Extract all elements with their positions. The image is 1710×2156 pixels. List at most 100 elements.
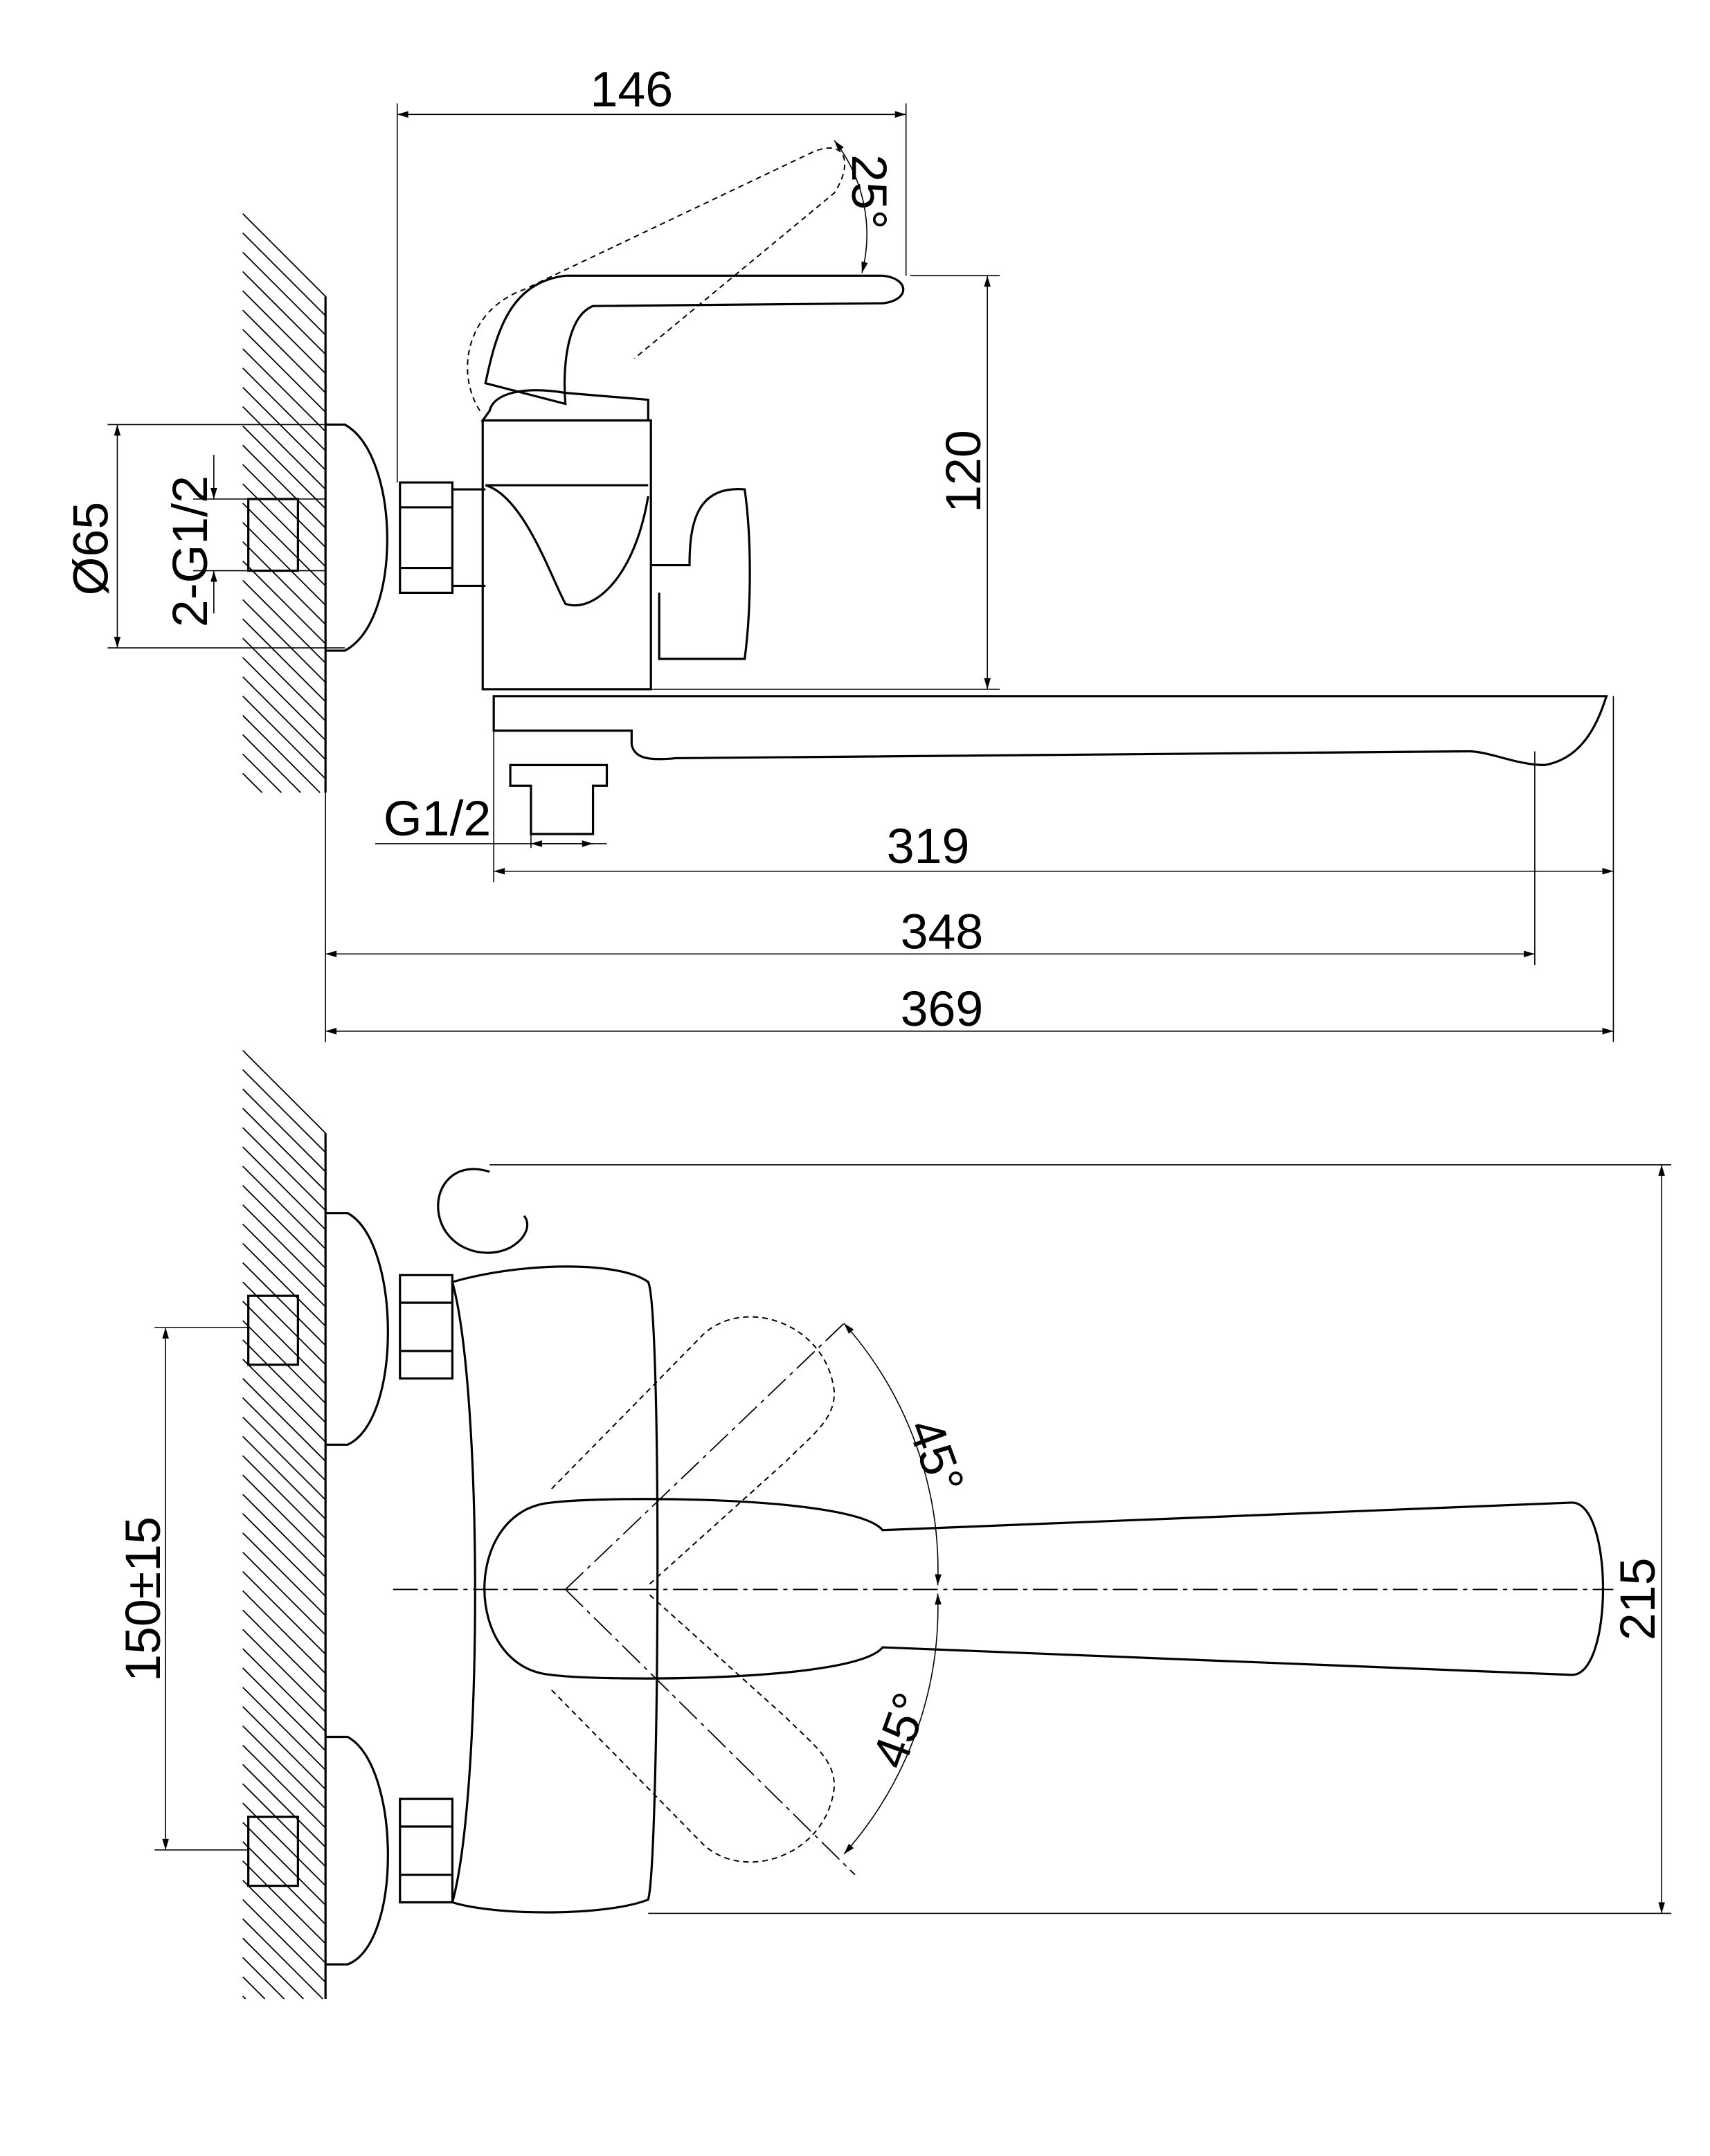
- top-view: 45° 45° 215 150±15: [116, 1050, 1672, 2000]
- hatch-line: [242, 406, 326, 490]
- inlet-thread: [247, 498, 299, 572]
- hatch-line: [242, 1532, 326, 1616]
- dimension-150: 150±15: [116, 1327, 249, 1851]
- dim-label-348: 348: [901, 904, 984, 959]
- dim-label-215: 215: [1610, 1557, 1666, 1640]
- wall-hatching-top: [242, 213, 326, 793]
- hatch-line: [242, 1262, 326, 1346]
- dim-label-flange-diameter: Ø65: [64, 502, 119, 596]
- hatch-line: [242, 309, 326, 394]
- hatch-line: [242, 368, 326, 451]
- hatch-line: [242, 1552, 326, 1636]
- hatch-line: [242, 1995, 246, 2000]
- hatch-line: [242, 1242, 326, 1327]
- hatch-line: [242, 232, 326, 316]
- hatch-line: [242, 290, 326, 374]
- lever-handle: [484, 274, 905, 406]
- body-contour: [485, 484, 649, 607]
- hatch-line: [242, 1416, 326, 1501]
- wall-hatching-bottom: [242, 1050, 326, 2000]
- angle-arc-lower: [843, 1593, 942, 1855]
- upper-inlet: [247, 1212, 454, 1446]
- hatch-line: [242, 1146, 326, 1231]
- dimension-319: 319: [493, 696, 1614, 1042]
- dim-label-120: 120: [936, 430, 991, 513]
- dim-label-inlet-thread: 2-G1/2: [163, 475, 218, 627]
- mixer-body-top: [451, 1265, 659, 1914]
- dimension-215: 215: [489, 1164, 1672, 1914]
- hatch-line: [242, 1397, 326, 1481]
- hatch-line: [242, 1494, 326, 1578]
- hatch-line: [242, 1474, 326, 1559]
- angle-arc-upper: [843, 1323, 942, 1586]
- hatch-line: [242, 1706, 326, 1790]
- hatch-line: [242, 425, 326, 509]
- dimension-flange-diameter: Ø65: [64, 424, 345, 649]
- nut-connector: [452, 488, 486, 588]
- hatch-line: [242, 1050, 326, 1134]
- hatch-line: [242, 1320, 326, 1404]
- handle-rotated-left: [551, 1316, 836, 1586]
- hatch-line: [242, 1764, 326, 1848]
- hatch-line: [242, 579, 326, 664]
- hatch-line: [242, 1609, 326, 1694]
- hatch-line: [242, 772, 263, 793]
- hatch-line: [242, 541, 326, 625]
- hatch-line: [242, 1570, 326, 1655]
- hatch-line: [242, 1088, 326, 1172]
- dimension-146: 146: [396, 62, 907, 483]
- hatch-line: [242, 1725, 326, 1809]
- dim-label-outlet-thread: G1/2: [384, 791, 491, 846]
- hatch-line: [242, 734, 301, 793]
- hatch-line: [242, 1937, 304, 2000]
- dim-label-150: 150±15: [116, 1516, 171, 1682]
- hatch-line: [242, 1687, 326, 1770]
- dimension-120: 120: [651, 275, 1000, 690]
- lever-raised-position: [467, 147, 846, 412]
- side-view: 146 25° 120 Ø65 2-G1/2: [64, 62, 1614, 1042]
- hatch-line: [242, 599, 326, 683]
- dim-label-319: 319: [887, 819, 970, 874]
- hatch-line: [242, 1629, 326, 1713]
- handle-rotated-right: [551, 1593, 836, 1863]
- hatch-line: [242, 1435, 326, 1520]
- hatch-line: [242, 213, 326, 297]
- hatch-line: [242, 676, 326, 761]
- hex-nut: [399, 481, 454, 595]
- hatch-line: [242, 1127, 326, 1211]
- hatch-line: [242, 637, 326, 722]
- hatch-line: [242, 1223, 326, 1307]
- hatch-line: [242, 1166, 326, 1250]
- hatch-line: [242, 1378, 326, 1462]
- hatch-line: [242, 1339, 326, 1424]
- hatch-line: [242, 1513, 326, 1597]
- hatch-line: [242, 271, 326, 355]
- hatch-line: [242, 1455, 326, 1539]
- hatch-line: [242, 715, 321, 793]
- angle-line-upper: [565, 1323, 845, 1591]
- diverter-knob: [651, 488, 751, 660]
- hatch-line: [242, 1069, 326, 1153]
- outlet-connector: [509, 763, 609, 835]
- hatch-line: [242, 1185, 326, 1269]
- lever-handle-top: [483, 1498, 1605, 1680]
- dim-label-369: 369: [901, 981, 984, 1037]
- hatch-line: [242, 502, 326, 587]
- hatch-line: [242, 251, 326, 336]
- hatch-line: [242, 522, 326, 606]
- hatch-line: [242, 483, 326, 568]
- hatch-line: [242, 1899, 326, 1983]
- hatch-line: [242, 696, 326, 779]
- hatch-line: [242, 444, 326, 529]
- hatch-line: [242, 1107, 326, 1192]
- hatch-line: [242, 1744, 326, 1829]
- hatch-line: [242, 387, 326, 471]
- hatch-line: [242, 1590, 326, 1674]
- dim-label-25deg: 25°: [841, 154, 897, 229]
- hatch-line: [242, 657, 326, 741]
- dimension-348: 348: [325, 792, 1535, 1042]
- wall-flange: [325, 423, 388, 652]
- hatch-line: [242, 1301, 326, 1385]
- hatch-line: [242, 1976, 266, 2000]
